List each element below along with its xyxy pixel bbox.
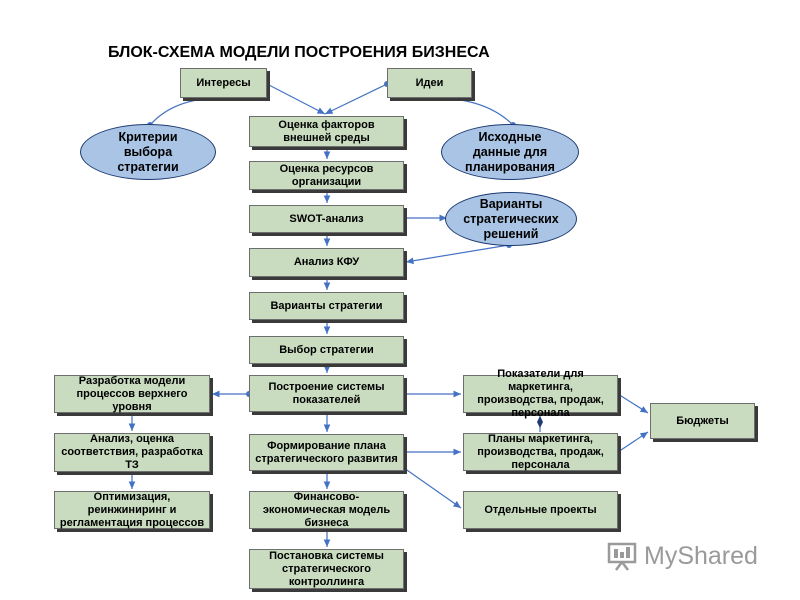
node-swot: SWOT-анализ bbox=[249, 205, 404, 233]
node-budgets: Бюджеты bbox=[650, 403, 755, 439]
node-criteria: Критерии выбора стратегии bbox=[80, 124, 216, 180]
presentation-icon bbox=[607, 542, 637, 571]
node-process-model: Разработка модели процессов верхнего уро… bbox=[54, 375, 210, 413]
node-strategy-choice: Выбор стратегии bbox=[249, 336, 404, 364]
node-indicators: Построение системы показателей bbox=[249, 375, 404, 412]
node-strategy-variants: Варианты стратегии bbox=[249, 292, 404, 320]
node-strategic-options: Варианты стратегических решений bbox=[445, 192, 577, 246]
logo-text: MyShared bbox=[644, 541, 758, 570]
node-controlling: Постановка системы стратегического контр… bbox=[249, 549, 404, 589]
node-ideas: Идеи bbox=[387, 68, 472, 98]
node-projects: Отдельные проекты bbox=[463, 491, 618, 529]
myshared-logo: MyShared bbox=[606, 538, 766, 574]
node-env-factors: Оценка факторов внешней среды bbox=[249, 116, 404, 147]
node-fin-model: Финансово-экономическая модель бизнеса bbox=[249, 491, 404, 529]
node-analysis: Анализ, оценка соответствия, разработка … bbox=[54, 433, 210, 472]
node-kfu: Анализ КФУ bbox=[249, 248, 404, 277]
node-dev-plan: Формирование плана стратегического разви… bbox=[249, 434, 404, 471]
node-interests: Интересы bbox=[180, 68, 267, 98]
node-optimization: Оптимизация, реинжиниринг и регламентаци… bbox=[54, 491, 210, 529]
node-resources: Оценка ресурсов организации bbox=[249, 161, 404, 190]
node-source-data: Исходные данные для планирования bbox=[441, 124, 579, 180]
node-marketing-indicators: Показатели для маркетинга, производства,… bbox=[463, 368, 618, 419]
node-marketing-plans: Планы маркетинга, производства, продаж, … bbox=[463, 433, 618, 471]
page-title: БЛОК-СХЕМА МОДЕЛИ ПОСТРОЕНИЯ БИЗНЕСА bbox=[108, 44, 490, 61]
